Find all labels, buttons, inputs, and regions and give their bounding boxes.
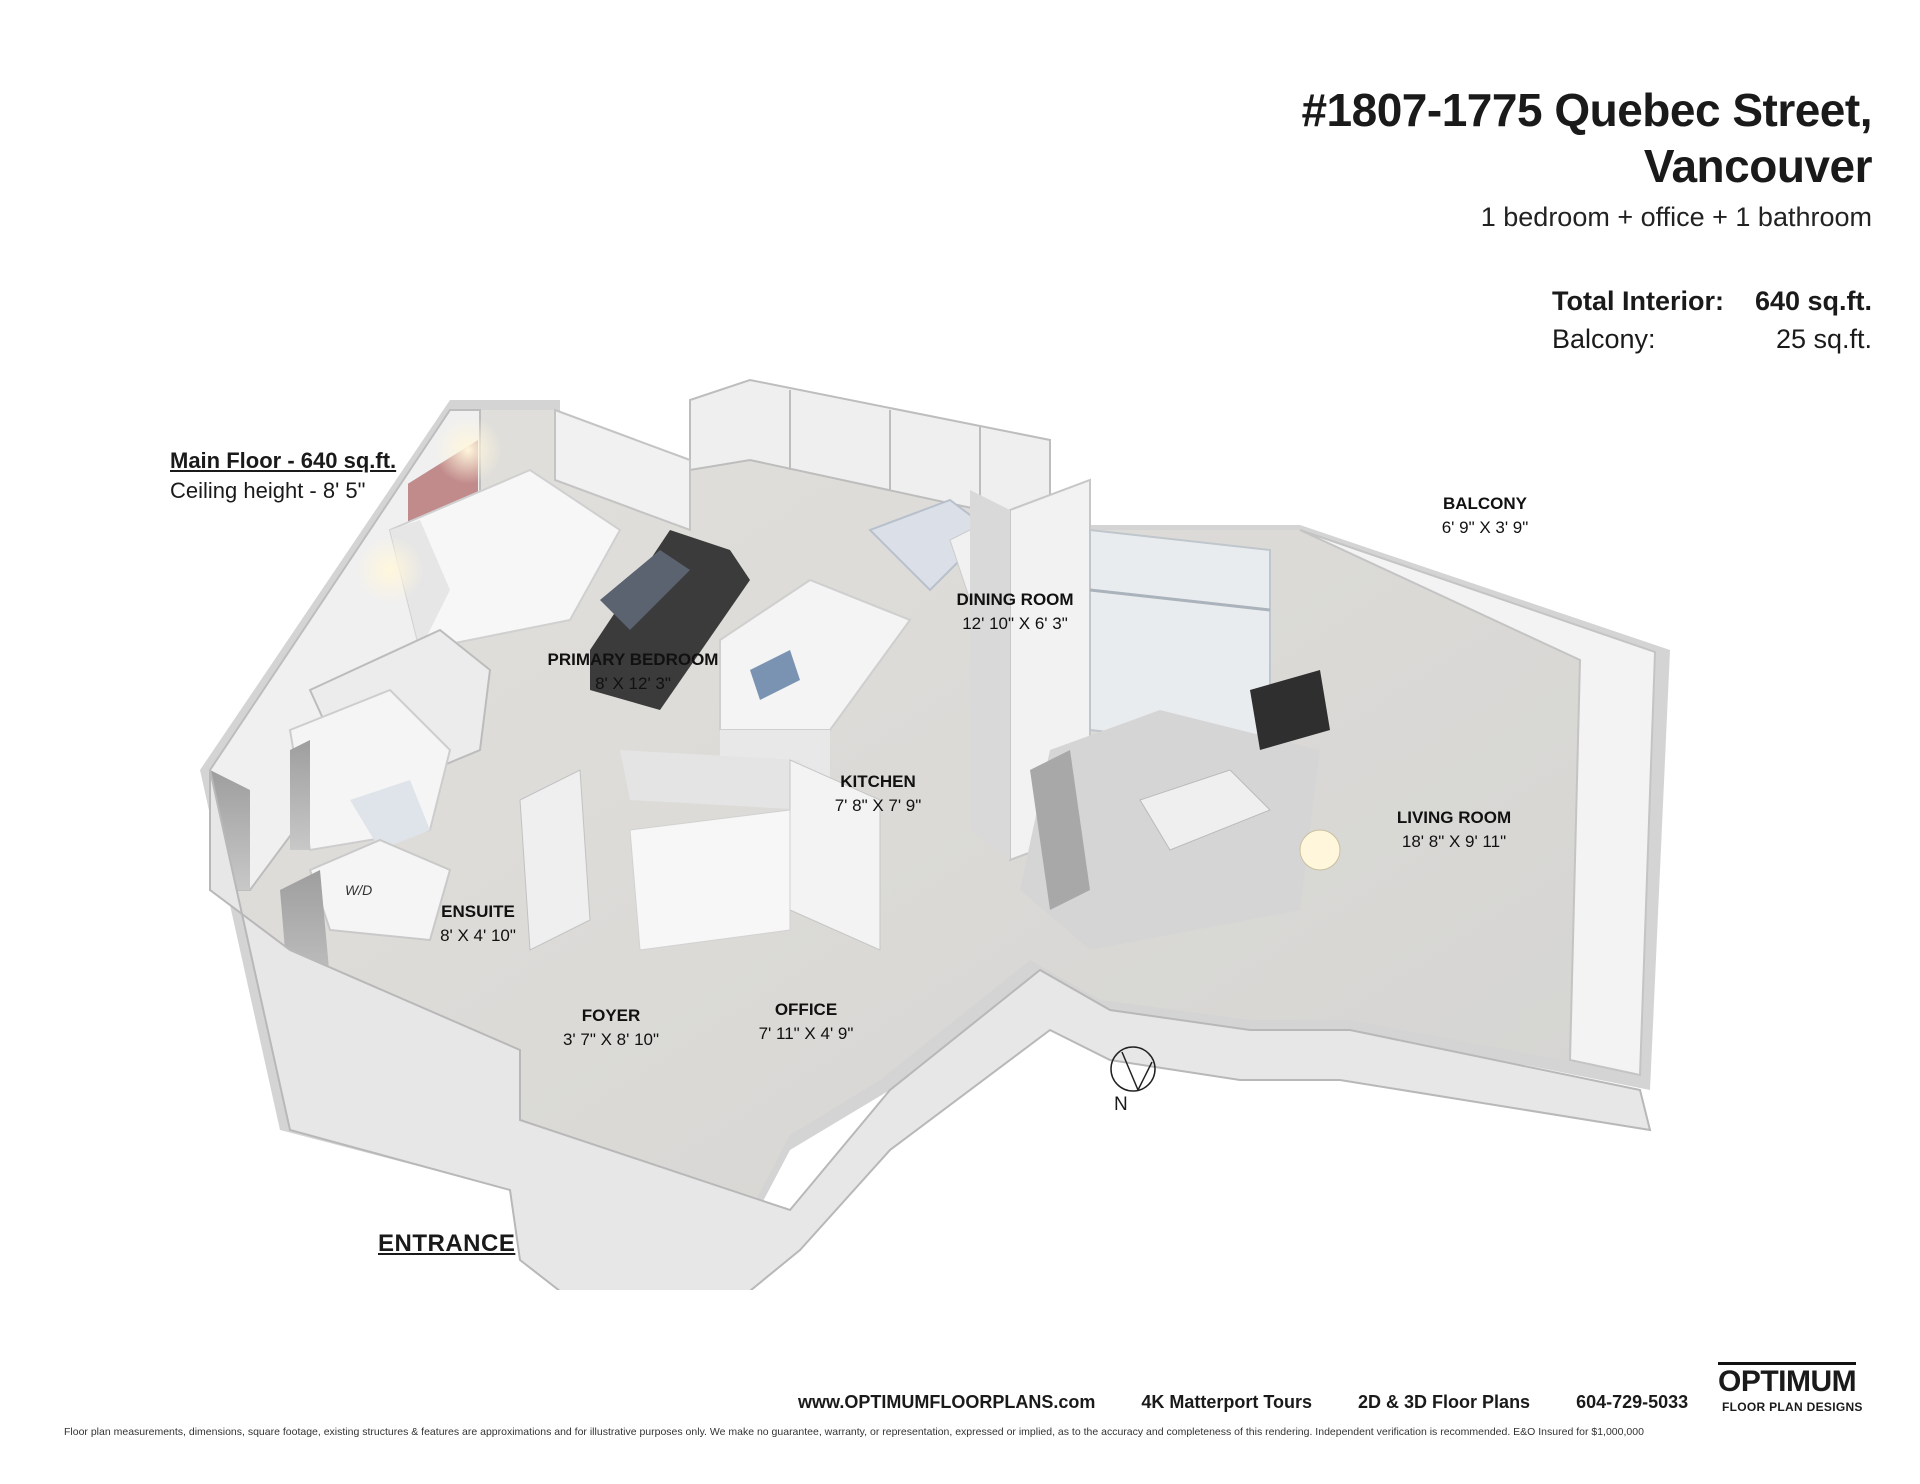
interior-walls — [519, 750, 881, 951]
floor-info: Main Floor - 640 sq.ft. Ceiling height -… — [170, 446, 396, 506]
footer-phone: 604-729-5033 — [1576, 1392, 1689, 1412]
interior-area-row: Total Interior: 640 sq.ft. — [1552, 282, 1872, 320]
compass-north-label: N — [1114, 1094, 1128, 1115]
logo-brand: OPTIMUM — [1718, 1362, 1857, 1399]
ceiling-height: Ceiling height - 8' 5" — [170, 478, 366, 503]
interior-value: 640 sq.ft. — [1754, 286, 1872, 316]
room-label-office: OFFICE 7' 11" X 4' 9" — [758, 1000, 854, 1043]
logo-tagline: FLOOR PLAN DESIGNS — [1722, 1400, 1863, 1414]
room-label-ensuite: ENSUITE 8' X 4' 10" — [440, 902, 516, 945]
entrance-label: ENTRANCE — [378, 1230, 516, 1257]
footer-plans: 2D & 3D Floor Plans — [1358, 1392, 1531, 1412]
listing-header: #1807-1775 Quebec Street, Vancouver 1 be… — [1301, 82, 1872, 233]
sofa — [1030, 750, 1090, 910]
balcony-value: 25 sq.ft. — [1775, 324, 1872, 354]
listing-subtitle: 1 bedroom + office + 1 bathroom — [1480, 202, 1872, 232]
balcony-area-row: Balcony: 25 sq.ft. — [1552, 320, 1872, 358]
tv — [1250, 670, 1330, 750]
living-room — [1020, 670, 1341, 950]
floor-lamp — [1299, 829, 1341, 871]
room-label-foyer: FOYER 3' 7" X 8' 10" — [562, 1006, 660, 1049]
window-wall — [554, 378, 1657, 1077]
compass-icon — [1110, 1046, 1156, 1092]
balcony-label: Balcony: — [1552, 324, 1656, 354]
exterior-walls — [209, 769, 1652, 1290]
room-label-primary-bedroom: PRIMARY BEDROOM 8' X 12' 3" — [547, 650, 719, 693]
interior-label: Total Interior: — [1552, 286, 1724, 316]
ensuite — [288, 688, 452, 852]
stove — [600, 550, 690, 630]
washer-dryer-label: W/D — [345, 882, 372, 898]
footer-tours: 4K Matterport Tours — [1141, 1392, 1313, 1412]
listing-title-line1: #1807-1775 Quebec Street, — [1301, 84, 1872, 136]
footer-website[interactable]: www.OPTIMUMFLOORPLANS.com — [798, 1392, 1096, 1412]
listing-title-line2: Vancouver — [1643, 140, 1873, 192]
room-label-living-room: LIVING ROOM 18' 8" X 9' 11" — [1396, 808, 1512, 851]
footer-links: www.OPTIMUMFLOORPLANS.com 4K Matterport … — [798, 1392, 1688, 1413]
coffee-table — [1139, 769, 1271, 851]
office-desk-area — [629, 809, 791, 951]
room-label-dining-room: DINING ROOM 12' 10" X 6' 3" — [956, 590, 1074, 633]
lamp-glow — [356, 536, 424, 604]
floor-plan-3d: W/D — [200, 378, 1670, 1290]
vanity-sink — [350, 780, 430, 850]
sink — [750, 650, 800, 700]
cabinets — [590, 530, 750, 710]
lamp-glow — [434, 416, 502, 484]
floor-name: Main Floor - 640 sq.ft. — [170, 448, 397, 473]
footer-disclaimer: Floor plan measurements, dimensions, squ… — [64, 1426, 1644, 1438]
company-logo: OPTIMUM FLOOR PLAN DESIGNS — [1710, 1362, 1866, 1418]
room-label-kitchen: KITCHEN 7' 8" X 7' 9" — [834, 772, 922, 815]
area-summary: Total Interior: 640 sq.ft. Balcony: 25 s… — [1552, 282, 1872, 358]
room-label-balcony: BALCONY 6' 9" X 3' 9" — [1441, 494, 1529, 537]
